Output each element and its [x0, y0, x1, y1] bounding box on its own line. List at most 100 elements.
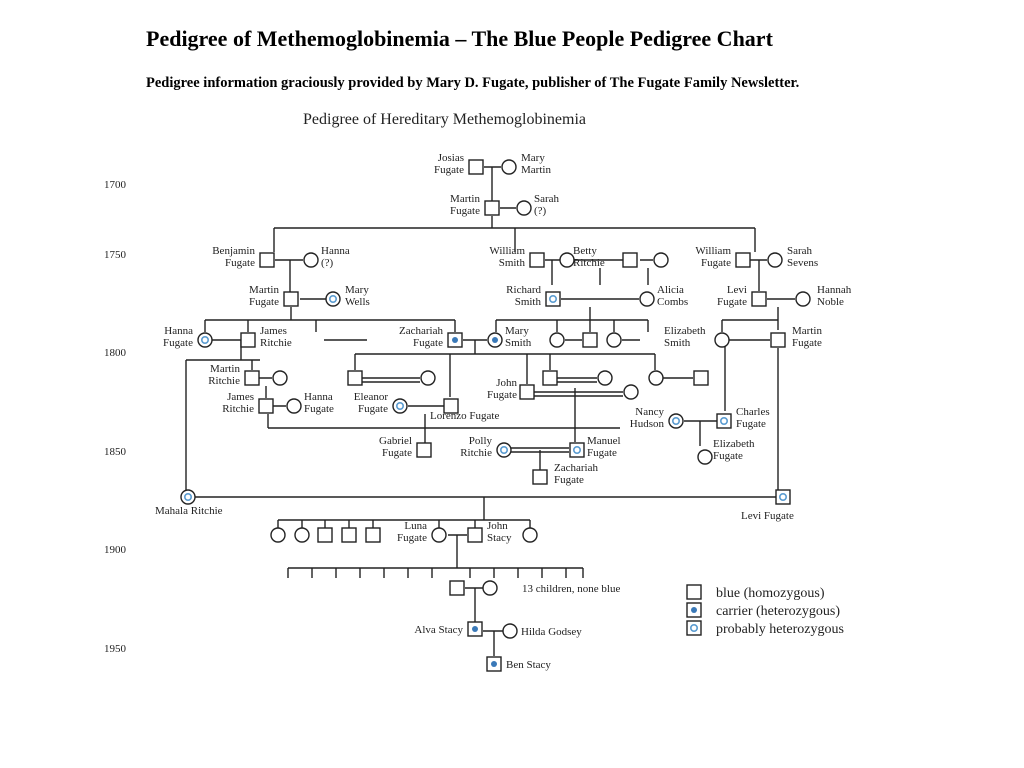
male-square-unnamed: [693, 370, 709, 386]
female-circle-unaffected: [795, 291, 811, 307]
male-square-probable: [569, 442, 585, 458]
male-square-unnamed: [347, 370, 363, 386]
female-circle-unnamed: [606, 332, 622, 348]
person-label: Ben Stacy: [506, 659, 551, 671]
female-circle-unnamed: [648, 370, 664, 386]
female-circle-unaffected: [767, 252, 783, 268]
male-square-probable: [545, 291, 561, 307]
date-label: 1950: [104, 643, 127, 655]
male-square-unnamed: [341, 527, 357, 543]
female-circle-unnamed: [522, 527, 538, 543]
male-square-unaffected: [259, 252, 275, 268]
legend-symbol-blue: [686, 584, 702, 600]
legend-label: probably heterozygous: [716, 622, 844, 637]
slide-subtitle: Pedigree information graciously provided…: [146, 75, 800, 91]
male-square-unaffected: [467, 527, 483, 543]
female-circle-unaffected: [559, 252, 575, 268]
legend: blue (homozygous)carrier (heterozygous)p…: [686, 584, 844, 637]
male-square-unnamed: [365, 527, 381, 543]
male-square-unaffected: [258, 398, 274, 414]
legend-symbol-carrier: [686, 602, 702, 618]
person-label: Lorenzo Fugate: [430, 410, 499, 422]
male-square-blue: [416, 442, 432, 458]
female-circle-unnamed: [549, 332, 565, 348]
male-square-blue: [443, 398, 459, 414]
date-label: 1750: [104, 249, 127, 261]
male-square-unaffected: [529, 252, 545, 268]
legend-label: carrier (heterozygous): [716, 604, 840, 619]
male-square-unnamed: [542, 370, 558, 386]
male-square-unaffected: [484, 200, 500, 216]
male-square-unnamed: [317, 527, 333, 543]
female-circle-unaffected: [714, 332, 730, 348]
male-square-probable: [775, 489, 791, 505]
male-square-unaffected: [751, 291, 767, 307]
male-square-blue: [532, 469, 548, 485]
person-label: Hanna(?): [321, 245, 350, 269]
female-circle-unnamed: [653, 252, 669, 268]
date-label: 1900: [104, 544, 127, 556]
person-label: Mahala Ritchie: [155, 505, 223, 517]
male-square-unaffected: [735, 252, 751, 268]
female-circle-unnamed: [272, 370, 288, 386]
person-label: Sarah(?): [534, 193, 560, 217]
male-square-unnamed: [622, 252, 638, 268]
female-circle-probable: [392, 398, 408, 414]
male-square-unaffected: [244, 370, 260, 386]
female-circle-probable: [180, 489, 196, 505]
female-circle-unnamed: [482, 580, 498, 596]
male-square-unaffected: [770, 332, 786, 348]
male-square-blue: [283, 291, 299, 307]
female-circle-unaffected: [516, 200, 532, 216]
female-circle-probable: [325, 291, 341, 307]
person-label: Hilda Godsey: [521, 626, 582, 638]
male-square-carrier: [447, 332, 463, 348]
female-circle-unaffected: [501, 159, 517, 175]
person-label: 13 children, none blue: [522, 583, 620, 595]
male-square-unaffected: [240, 332, 256, 348]
female-circle-unaffected: [303, 252, 319, 268]
date-label: 1700: [104, 179, 127, 191]
male-square-unaffected: [468, 159, 484, 175]
female-circle-carrier: [487, 332, 503, 348]
female-circle-unaffected: [502, 623, 518, 639]
person-label: Alva Stacy: [414, 624, 463, 636]
male-square-carrier: [486, 656, 502, 672]
female-circle-unnamed: [294, 527, 310, 543]
female-circle-unnamed: [623, 384, 639, 400]
person-label: Levi Fugate: [741, 510, 794, 522]
female-circle-unnamed: [597, 370, 613, 386]
male-square-unnamed: [449, 580, 465, 596]
generation-date-labels: 1700 1750 1800 1850 1900 1950: [104, 179, 127, 655]
